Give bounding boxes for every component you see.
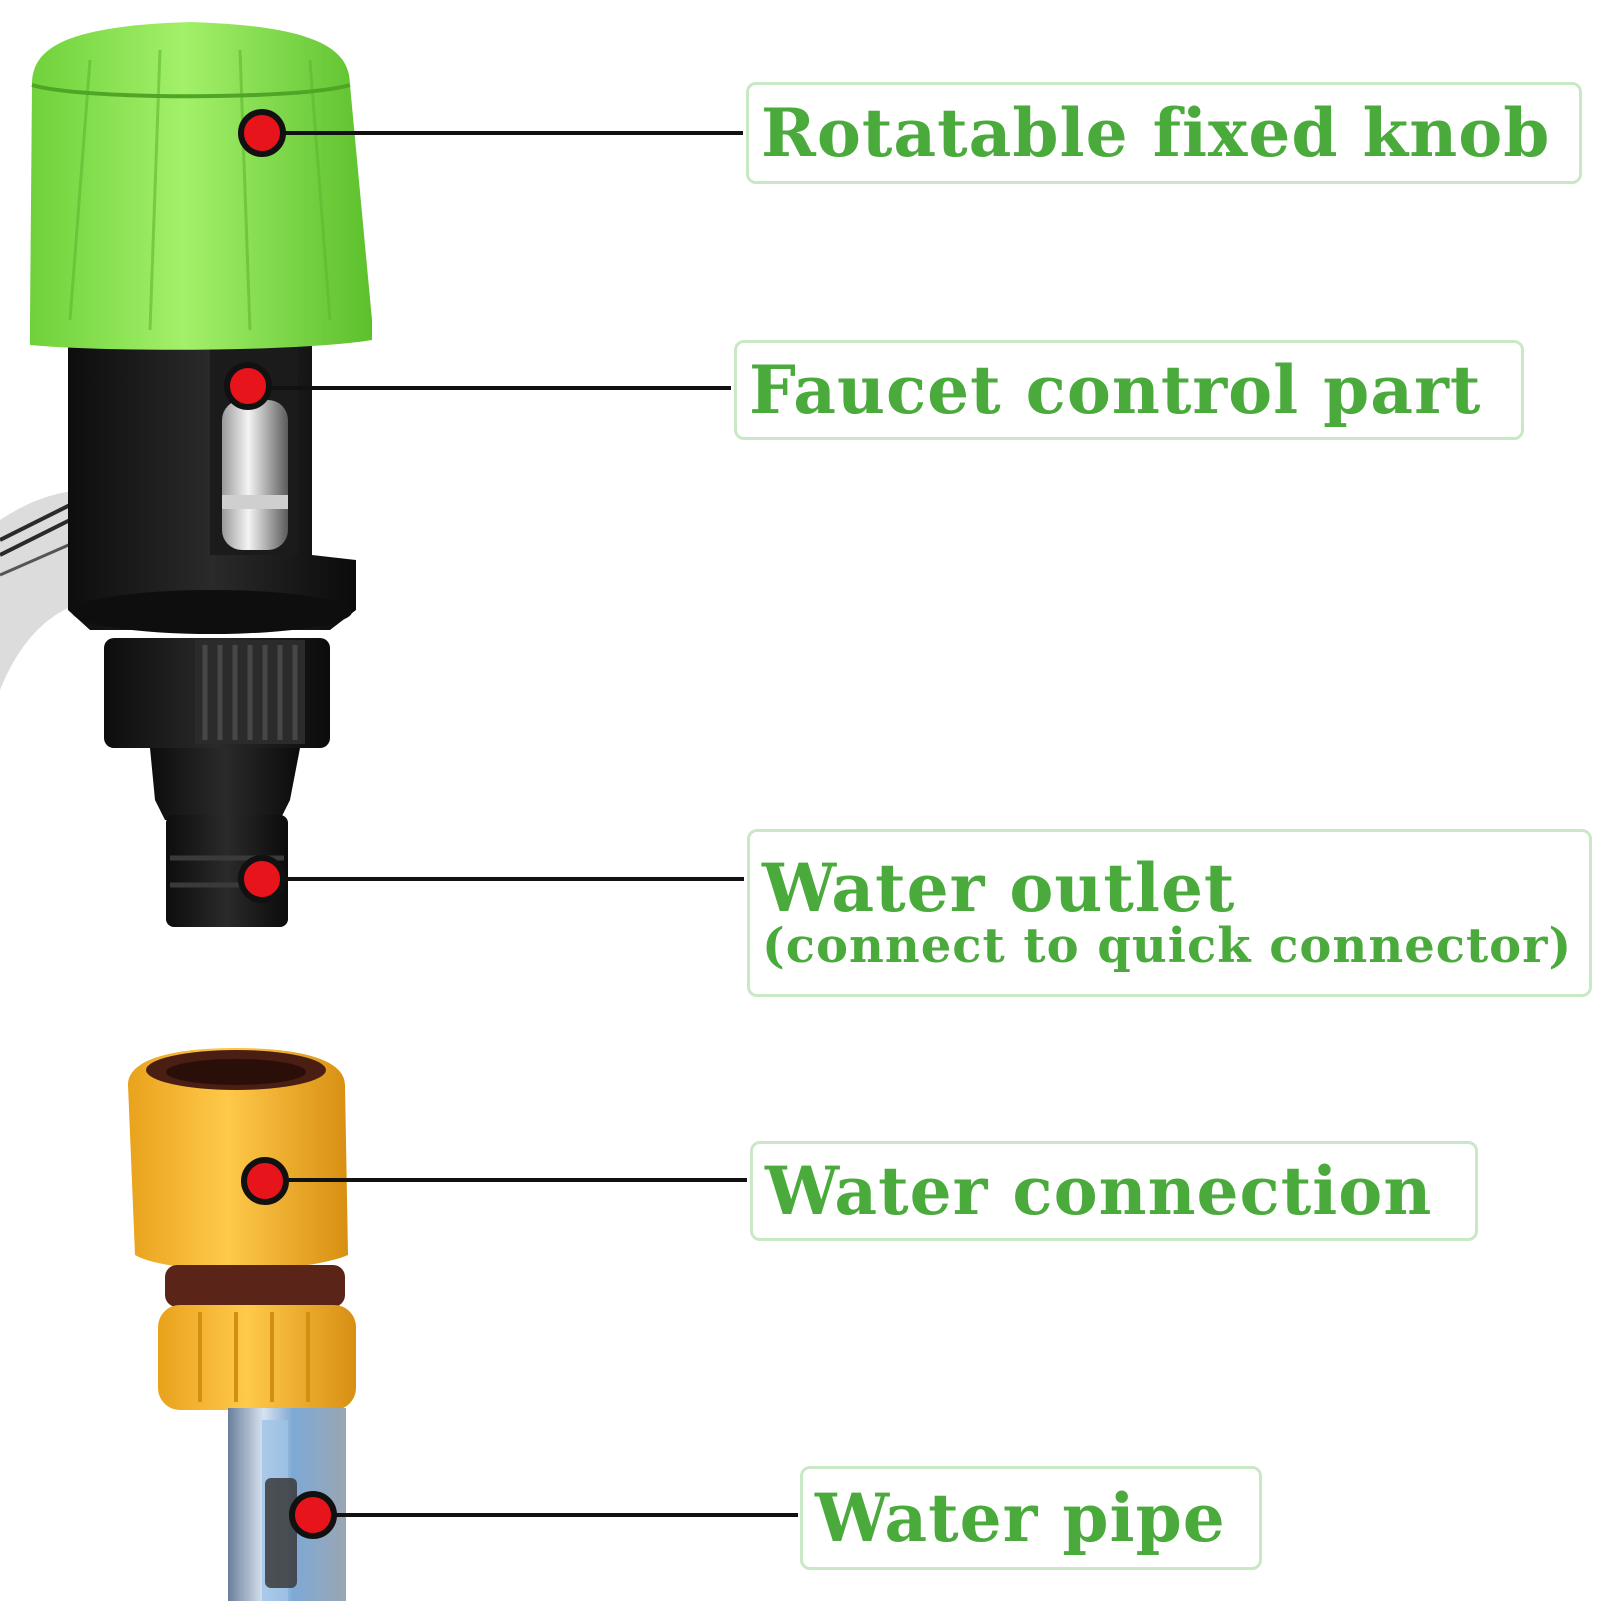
threaded-nut-graphic [104, 638, 330, 748]
marker-dot-knob [238, 109, 286, 157]
label-subtext: (connect to quick connector) [762, 917, 1573, 974]
label-water-pipe: Water pipe [800, 1466, 1262, 1570]
label-text: Water outlet [762, 848, 1236, 927]
label-faucet-control-part: Faucet control part [734, 340, 1524, 440]
label-text: Water connection [765, 1152, 1433, 1230]
label-rotatable-fixed-knob: Rotatable fixed knob [746, 82, 1582, 184]
marker-dot-connection [241, 1157, 289, 1205]
marker-dot-faucet [224, 362, 272, 410]
water-outlet-nozzle-graphic [150, 748, 300, 927]
faucet-control-body-graphic [68, 310, 356, 634]
marker-dot-outlet [238, 855, 286, 903]
leader-lines [248, 131, 798, 1517]
label-text: Rotatable fixed knob [761, 94, 1551, 172]
label-text: Water pipe [815, 1479, 1226, 1557]
yellow-connector-graphic [128, 1048, 356, 1410]
label-water-connection: Water connection [750, 1141, 1478, 1241]
label-water-outlet: Water outlet (connect to quick connector… [747, 829, 1592, 997]
marker-dot-pipe [289, 1491, 337, 1539]
label-text: Faucet control part [749, 351, 1482, 429]
faucet-spout-graphic [0, 490, 90, 690]
marker-dots [224, 109, 337, 1539]
green-knob-graphic [30, 22, 372, 350]
